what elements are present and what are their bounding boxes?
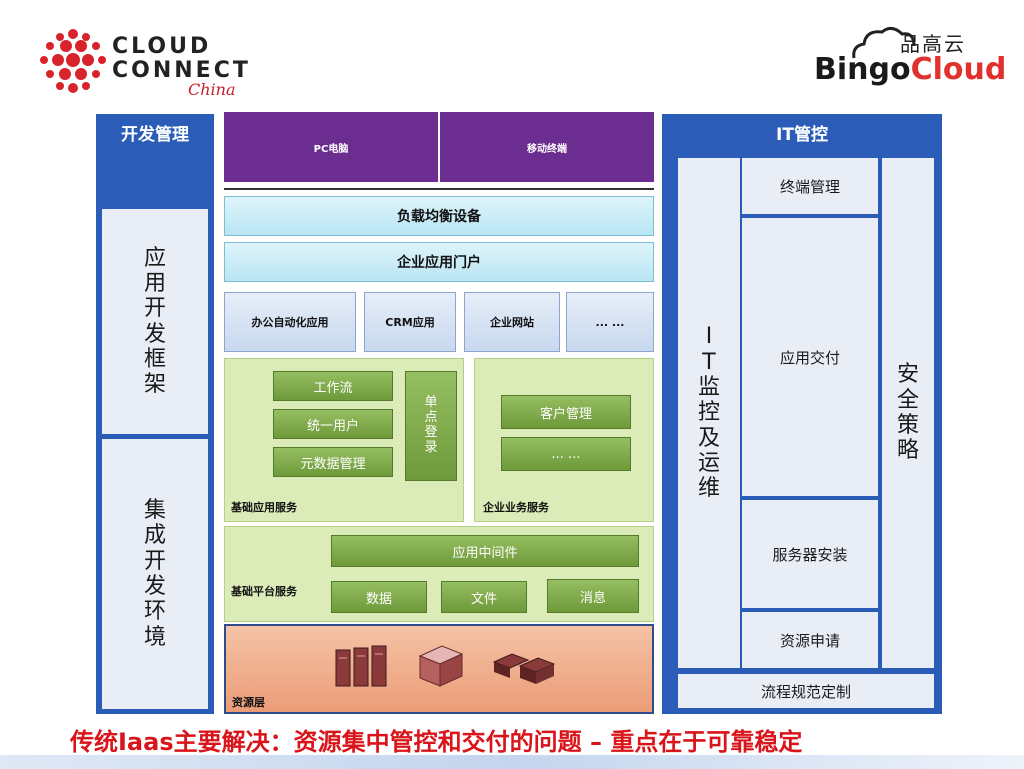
resource-layer-panel: 资源层	[224, 624, 654, 714]
bingocloud-logo: 品高云 BingoCloud	[812, 22, 1007, 92]
more-apps-box: ... ...	[566, 292, 654, 352]
cloudconnect-line2: CONNECT	[112, 58, 251, 83]
terminal-mgmt-box: 终端管理	[742, 158, 878, 214]
server-rack-icon	[335, 645, 387, 687]
single-sign-on-box: 单点登录	[405, 371, 457, 481]
resource-request-box: 资源申请	[742, 612, 878, 668]
bingocloud-en: BingoCloud	[814, 52, 1007, 87]
app-delivery-box: 应用交付	[742, 218, 878, 496]
basic-app-services-panel: 工作流 统一用户 元数据管理 单点登录 基础应用服务	[224, 358, 464, 522]
app-dev-framework-box: 应用开发框架	[102, 209, 208, 434]
footer-band	[0, 755, 1024, 769]
data-box: 数据	[331, 581, 427, 613]
pc-device-box: PC电脑	[224, 112, 438, 182]
cloudconnect-china: China	[188, 80, 236, 99]
divider	[224, 188, 654, 190]
network-device-icon	[492, 653, 556, 684]
more-services-box: ... ...	[501, 437, 631, 471]
message-box: 消息	[547, 579, 639, 613]
mobile-device-box: 移动终端	[440, 112, 654, 182]
platform-services-panel: 应用中间件 数据 文件 消息 基础平台服务	[224, 526, 654, 622]
enterprise-portal-box: 企业应用门户	[224, 242, 654, 282]
workflow-box: 工作流	[273, 371, 393, 401]
cloudconnect-line1: CLOUD	[112, 34, 212, 59]
cloudconnect-dots-icon	[40, 29, 106, 93]
enterprise-services-label: 企业业务服务	[483, 501, 549, 514]
platform-services-label: 基础平台服务	[231, 585, 297, 598]
slide-caption: 传统Iaas主要解决：资源集中管控和交付的问题 – 重点在于可靠稳定	[70, 728, 803, 756]
basic-app-services-label: 基础应用服务	[231, 501, 297, 514]
file-box: 文件	[441, 581, 527, 613]
process-spec-box: 流程规范定制	[678, 674, 934, 708]
enterprise-services-panel: 客户管理 ... ... 企业业务服务	[474, 358, 654, 522]
office-automation-app-box: 办公自动化应用	[224, 292, 356, 352]
it-control-title: IT管控	[776, 124, 828, 145]
bingocloud-cn: 品高云	[900, 32, 966, 56]
app-middleware-box: 应用中间件	[331, 535, 639, 567]
resource-layer-label: 资源层	[232, 696, 265, 709]
security-policy-box: 安全策略	[882, 158, 934, 668]
load-balancer-box: 负载均衡设备	[224, 196, 654, 236]
metadata-mgmt-box: 元数据管理	[273, 447, 393, 477]
enterprise-website-box: 企业网站	[464, 292, 560, 352]
cloudconnect-logo: CLOUD CONNECT China	[38, 28, 278, 100]
unified-user-box: 统一用户	[273, 409, 393, 439]
dev-management-panel: 开发管理 应用开发框架 集成开发环境	[96, 114, 214, 714]
cloud-outline-icon	[852, 27, 916, 59]
dev-management-title: 开发管理	[121, 124, 189, 145]
server-install-box: 服务器安装	[742, 500, 878, 608]
customer-mgmt-box: 客户管理	[501, 395, 631, 429]
integrated-dev-env-box: 集成开发环境	[102, 439, 208, 709]
storage-box-icon	[418, 645, 464, 687]
crm-app-box: CRM应用	[364, 292, 456, 352]
architecture-stack: PC电脑 移动终端 负载均衡设备 企业应用门户 办公自动化应用 CRM应用 企业…	[224, 112, 654, 714]
